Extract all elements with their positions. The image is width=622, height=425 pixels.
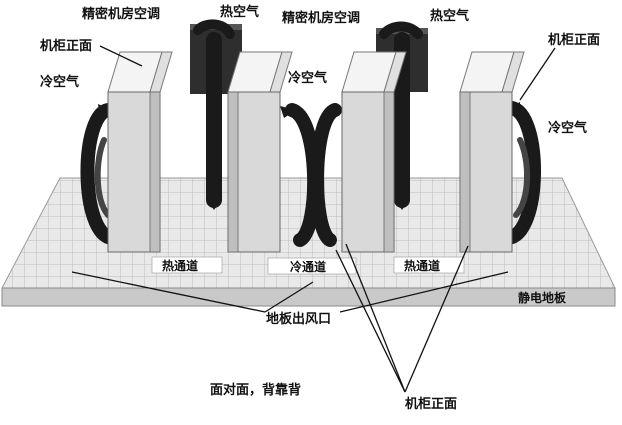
label-layout-caption: 面对面，背靠背	[210, 382, 301, 398]
leader-lines	[71, 45, 556, 393]
cabinet-row-1	[107, 51, 173, 253]
label-cabinet-front-right: 机柜正面	[548, 32, 600, 48]
label-cold-aisle: 冷通道	[290, 259, 326, 274]
label-floor-vent: 地板出风口	[266, 311, 331, 327]
label-crac-left: 精密机房空调	[82, 6, 160, 22]
label-hot-air-right: 热空气	[430, 8, 469, 24]
label-cabinet-front-bottom: 机柜正面	[405, 396, 457, 412]
label-crac-right: 精密机房空调	[282, 10, 360, 26]
cold-aisle-strip	[267, 257, 357, 275]
label-cold-air-right: 冷空气	[548, 120, 587, 136]
airflow-arrowheads	[98, 102, 520, 210]
label-cold-air-center: 冷空气	[288, 70, 327, 86]
raised-floor-base	[1, 287, 616, 307]
label-hot-air-left: 热空气	[220, 4, 259, 20]
cabinet-row-2	[227, 51, 293, 253]
label-cabinet-front-left: 机柜正面	[40, 38, 92, 54]
label-raised-floor: 静电地板	[518, 290, 567, 305]
cabinet-row-4	[459, 51, 525, 253]
label-hot-aisle-right: 热通道	[404, 258, 440, 273]
hot-aisle-right-strip	[393, 256, 465, 274]
label-hot-aisle-left: 热通道	[162, 258, 198, 273]
airflow-paths	[80, 19, 541, 247]
label-cold-air-left: 冷空气	[40, 74, 79, 90]
cabinet-row-3	[341, 51, 407, 253]
hot-aisle-left-strip	[151, 256, 223, 274]
